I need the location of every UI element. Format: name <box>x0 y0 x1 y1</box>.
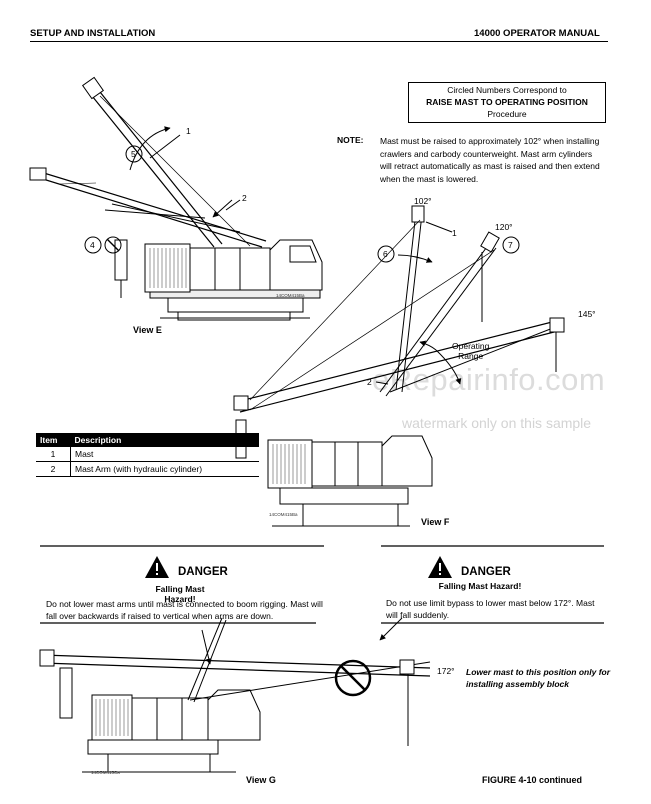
view-g-note: Lower mast to this position only for ins… <box>466 667 611 689</box>
view-f-callout-1: 1 <box>452 228 457 238</box>
item-description: Mast Arm (with hydraulic cylinder) <box>70 461 259 477</box>
view-f-callout-2: 2 <box>367 377 372 387</box>
header-manual-title: 14000 OPERATOR MANUAL <box>474 28 600 39</box>
table-row: 2 Mast Arm (with hydraulic cylinder) <box>36 461 259 477</box>
danger-right-text: Do not use limit bypass to lower mast be… <box>386 598 595 620</box>
view-e-part-id: 14COM415Ba <box>276 293 305 298</box>
items-header-item: Item <box>36 433 71 447</box>
callout-line-3: Procedure <box>487 109 527 119</box>
view-e-callout-1: 1 <box>186 126 191 136</box>
watermark-main: eRepairinfo.com <box>372 362 606 397</box>
warning-triangle-icon <box>145 556 169 578</box>
item-number: 2 <box>36 461 71 477</box>
header-rule <box>30 41 608 42</box>
operating-range-line-1: Operating <box>452 341 490 351</box>
view-g-part-id: 14COM415Ca <box>91 770 120 775</box>
item-description: Mast <box>70 447 259 462</box>
header-section-title: SETUP AND INSTALLATION <box>30 28 156 39</box>
warning-triangle-icon <box>428 556 452 578</box>
view-e-callout-4: 4 <box>90 240 95 250</box>
view-e-drawing <box>29 76 323 321</box>
danger-left-text: Do not lower mast arms until mast is con… <box>46 599 323 621</box>
view-f-callout-7: 7 <box>508 240 513 250</box>
view-e-callout-5: 5 <box>131 149 136 159</box>
items-header-description: Description <box>70 433 259 447</box>
note-text: Mast must be raised to approximately 102… <box>380 136 600 184</box>
danger-left-word: DANGER <box>178 566 228 578</box>
view-g-angle: 172° <box>437 666 455 676</box>
danger-right-word: DANGER <box>461 566 511 578</box>
view-f-angle-145: 145° <box>578 309 596 319</box>
danger-right-hazard: Falling Mast Hazard! <box>438 581 522 591</box>
view-f-angle-120: 120° <box>495 222 513 232</box>
figure-label: FIGURE 4-10 continued <box>482 775 583 785</box>
view-g-label: View G <box>246 775 276 785</box>
callout-line-2: RAISE MAST TO OPERATING POSITION <box>426 97 588 107</box>
view-e-label: View E <box>133 325 162 335</box>
item-number: 1 <box>36 447 71 462</box>
view-f-label: View F <box>421 517 450 527</box>
items-table: Item Description 1 Mast 2 Mast Arm (with… <box>36 433 259 477</box>
operating-range-line-2: Range <box>458 351 484 361</box>
note-label: NOTE: <box>337 135 364 145</box>
view-f-callout-6: 6 <box>383 249 388 259</box>
danger-left-hazard: Falling Mast Hazard! <box>155 584 205 604</box>
view-f-operating-range: Operating Range <box>452 341 489 361</box>
view-e-callout-2: 2 <box>242 193 247 203</box>
view-f-angle-102: 102° <box>414 196 432 206</box>
view-f-part-id: 14COM415Ba <box>269 512 298 517</box>
items-table-header: Item Description <box>36 433 259 447</box>
table-row: 1 Mast <box>36 447 259 462</box>
watermark-sub: watermark only on this sample <box>402 415 592 431</box>
callout-box: Circled Numbers Correspond to RAISE MAST… <box>408 82 606 123</box>
callout-line-1: Circled Numbers Correspond to <box>447 85 567 95</box>
view-g-drawing <box>39 617 431 773</box>
